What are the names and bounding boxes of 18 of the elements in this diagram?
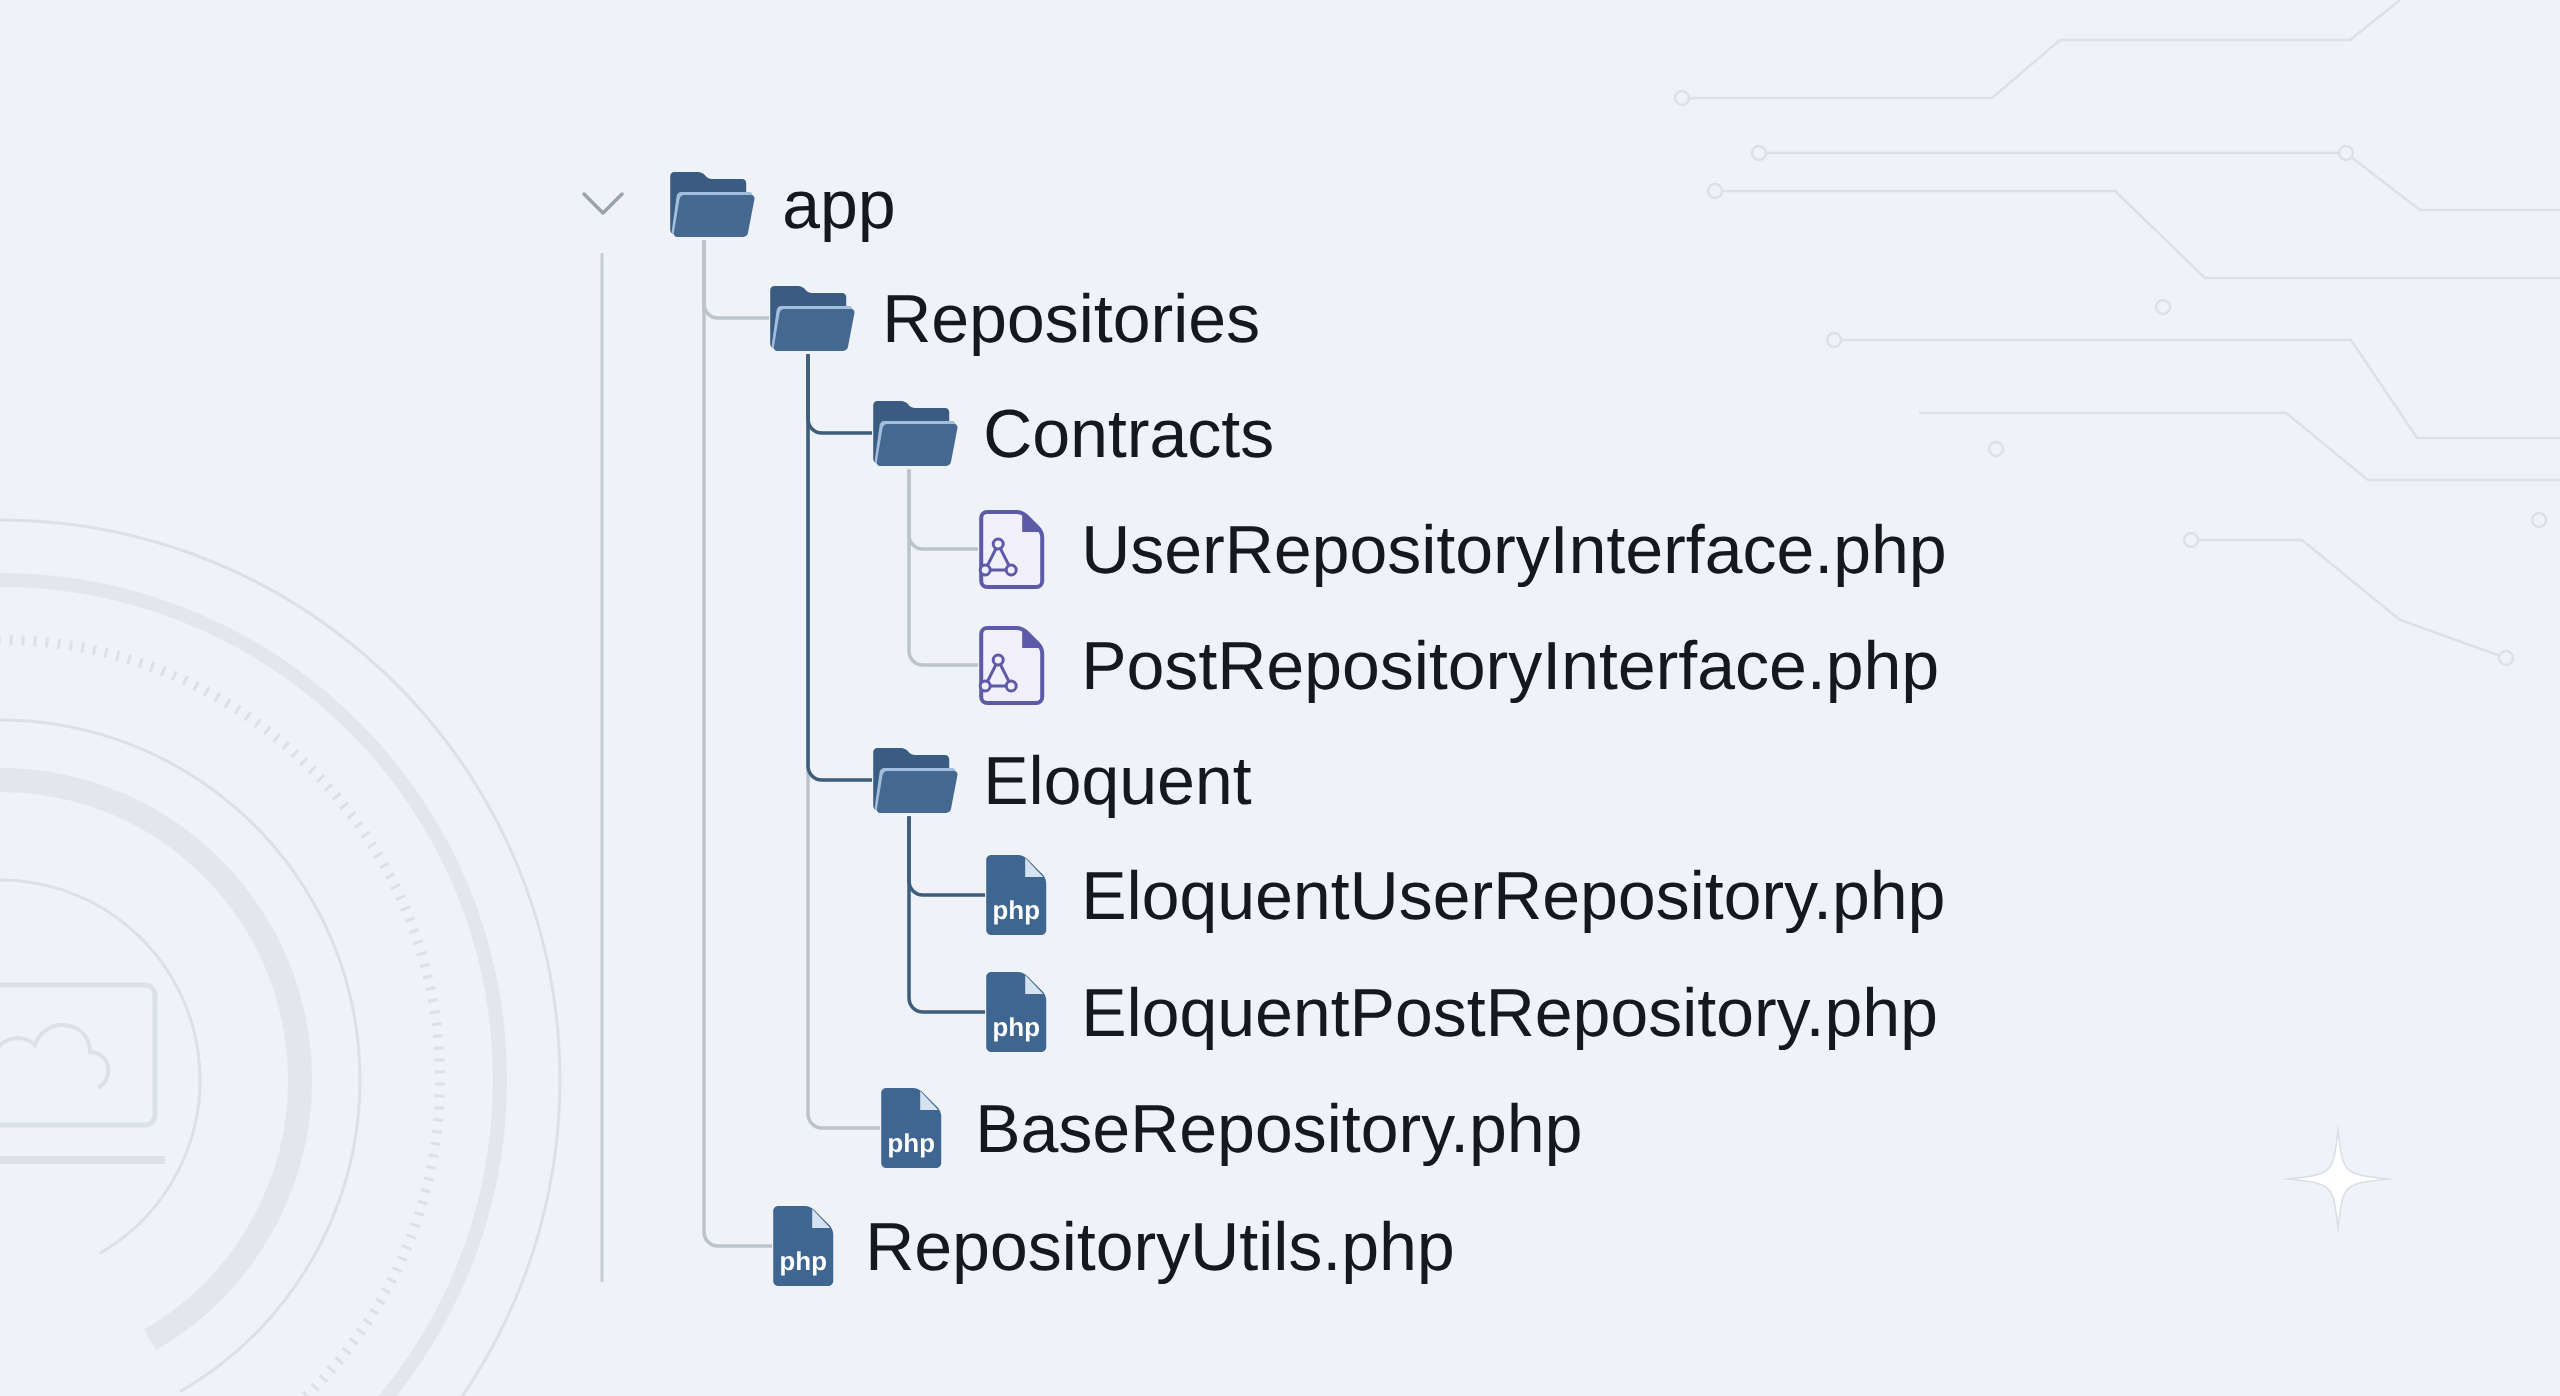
file-type-label: php [994, 1017, 1039, 1042]
folder-name: Eloquent [988, 754, 1252, 819]
folder-name: Contracts [986, 409, 1272, 458]
file-name: BaseRepository.php [980, 1102, 1580, 1167]
file-name: EloquentPostRepository.php [1086, 986, 1936, 1051]
tree-connector [806, 354, 872, 782]
file-name: PostRepositoryInterface.php [1086, 639, 1937, 704]
tree-connector [907, 469, 978, 667]
tree-connector [907, 816, 985, 1014]
file-type-label: php [781, 1251, 826, 1276]
file-name: UserRepositoryInterface.php [1086, 523, 1944, 588]
file-type-label: php [889, 1133, 934, 1158]
file-name: RepositoryUtils.php [870, 1220, 1452, 1285]
file-type-label: php [994, 900, 1039, 925]
tree-connector [702, 240, 772, 1248]
folder-name: app [785, 191, 893, 243]
folder-name: Repositories [887, 292, 1258, 357]
file-name: EloquentUserRepository.php [1086, 869, 1943, 934]
